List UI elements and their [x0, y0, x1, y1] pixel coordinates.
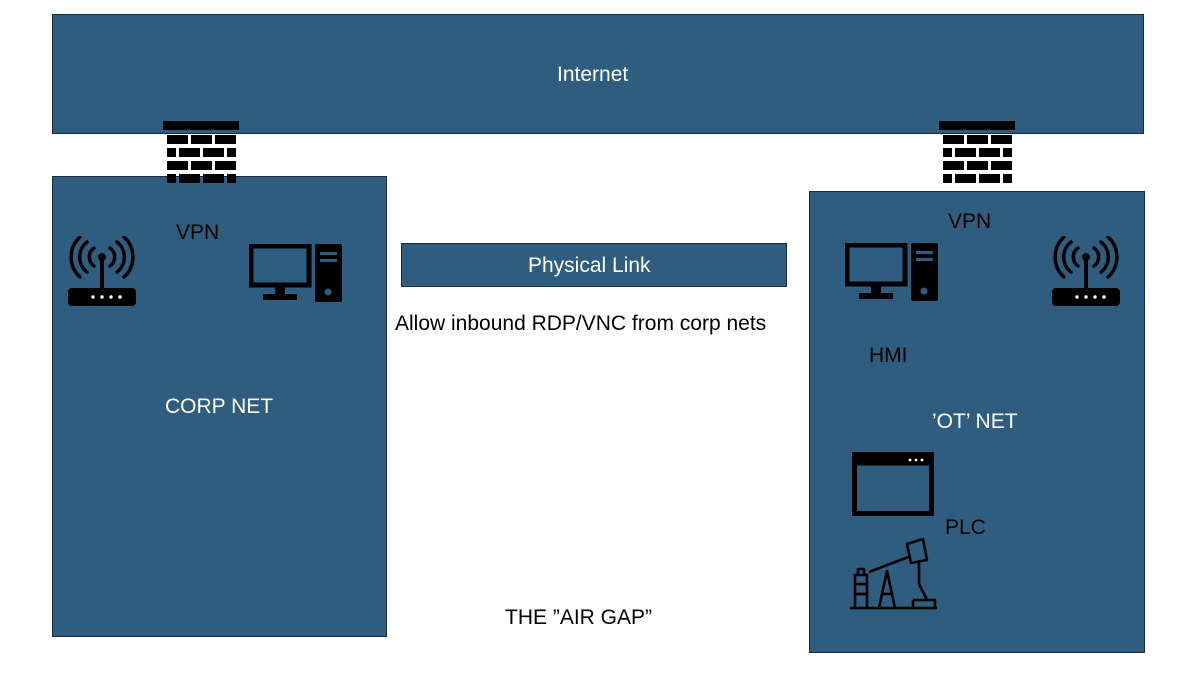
air-gap-annotation: THE ”AIR GAP”	[505, 606, 653, 629]
physical-link-box	[401, 243, 787, 287]
corp-net-label: CORP NET	[165, 395, 274, 418]
hmi-label: HMI	[869, 344, 908, 367]
wifi-router-icon	[68, 236, 136, 306]
ot-vpn-label: VPN	[948, 210, 992, 233]
window-icon	[852, 452, 934, 516]
wifi-router-icon	[1052, 236, 1120, 306]
plc-label: PLC	[945, 516, 986, 539]
desktop-computer-icon	[845, 243, 938, 301]
internet-label: Internet	[557, 63, 629, 86]
firewall-icon	[163, 121, 239, 183]
corp-vpn-label: VPN	[176, 221, 220, 244]
desktop-computer-icon	[249, 244, 342, 302]
internet-zone	[52, 14, 1144, 134]
physical-link-label: Physical Link	[528, 254, 651, 277]
oil-pump-icon	[850, 538, 937, 610]
ot-net-label: ’OT’ NET	[932, 410, 1018, 433]
inbound-rule-annotation: Allow inbound RDP/VNC from corp nets	[395, 312, 767, 335]
firewall-icon	[939, 121, 1015, 183]
